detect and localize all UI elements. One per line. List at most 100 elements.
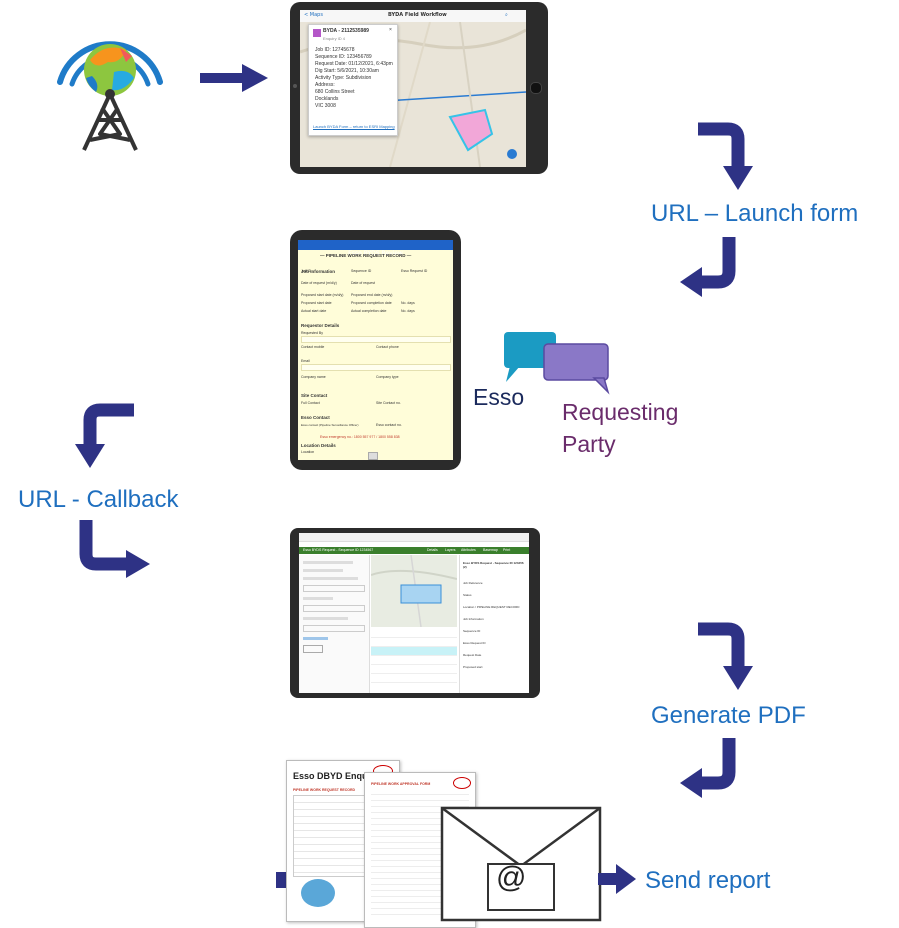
panel-input[interactable] — [303, 625, 365, 632]
table-row[interactable] — [371, 656, 457, 665]
table-row[interactable] — [371, 629, 457, 638]
panel-link[interactable] — [303, 637, 328, 640]
nav-tab[interactable]: Layers — [445, 548, 456, 552]
field-label: Date of request — [351, 281, 375, 285]
section-heading: Requestor Details — [301, 323, 340, 328]
field-label: Proposed end date (m/d/y) — [351, 293, 393, 297]
field-label: Location — [301, 450, 315, 454]
text-input[interactable] — [301, 336, 451, 343]
panel-input[interactable] — [303, 585, 365, 592]
table-row[interactable] — [371, 665, 457, 674]
form-screen: Esso BYDS Review — PIPELINE WORK REQUEST… — [298, 240, 453, 460]
panel-row — [303, 577, 358, 580]
curved-arrow-left-icon — [680, 237, 736, 297]
web-map-canvas[interactable] — [371, 555, 457, 627]
popup-line: Request Date: 01/12/2021, 6:43pm — [315, 61, 393, 67]
popup-subtitle: Enquiry ID 4 — [323, 36, 346, 41]
chat-bubbles-icon — [504, 332, 610, 395]
table-row[interactable] — [371, 674, 457, 683]
radio-tower-icon — [57, 41, 163, 151]
generate-pdf-label: Generate PDF — [651, 702, 806, 729]
form-bottom-button[interactable] — [368, 452, 378, 460]
email-at-symbol: @ — [496, 861, 527, 894]
detail-field-label: Esso Request ID — [463, 641, 486, 645]
field-label: Sequence ID — [351, 269, 372, 273]
field-label: No. days — [401, 309, 415, 313]
doc-heading: PIPELINE WORK REQUEST RECORD — [293, 788, 356, 792]
home-button[interactable] — [530, 82, 542, 94]
curved-arrow-down-icon — [698, 122, 753, 190]
detail-field-label: Request Date — [463, 653, 482, 657]
nav-tab[interactable]: Basemap — [483, 548, 498, 552]
panel-row — [303, 561, 353, 564]
field-label: Date of request (m/d/y) — [301, 281, 337, 285]
section-heading: Esso Contact — [301, 415, 330, 420]
form-fields: Job ID Sequence ID Esso Request ID Date … — [301, 268, 451, 316]
table-row[interactable] — [371, 647, 457, 656]
curved-arrow-left-icon — [680, 738, 736, 798]
email-envelope-icon — [440, 806, 602, 922]
field-label: Job ID — [301, 269, 312, 273]
browser-bar — [299, 533, 529, 542]
field-label: Esso Request ID — [401, 269, 428, 273]
form-header: Esso BYDS Review — [298, 240, 453, 257]
field-label: Company type — [376, 375, 399, 379]
field-label: Proposed start date — [301, 301, 332, 305]
panel-input[interactable] — [303, 605, 365, 612]
doc-heading: PIPELINE WORK APPROVAL FORM — [371, 782, 431, 786]
field-label: No. days — [401, 301, 415, 305]
field-label: Full Contact — [301, 401, 320, 405]
detail-field-label: Sequence ID — [463, 629, 481, 633]
detail-field-label: Location / PIPELINE REQUEST RECORD — [463, 605, 520, 609]
panel-button[interactable] — [303, 645, 323, 653]
requestor-fields: Requested By Contact mobile Contact phon… — [301, 330, 451, 386]
panel-row — [303, 597, 333, 600]
curved-arrow-down-icon — [698, 622, 753, 690]
tablet-web-app: Esso BYDS Request - Sequence ID 1234567 … — [290, 528, 540, 698]
text-input[interactable] — [301, 364, 451, 371]
tablet-form-app: Esso BYDS Review — PIPELINE WORK REQUEST… — [290, 230, 461, 470]
url-launch-form-label: URL – Launch form — [651, 200, 859, 227]
field-label: Esso contact (Pipeline Surveillance Offi… — [301, 423, 359, 427]
popup-title: BYDA - 2112535989 — [323, 28, 369, 34]
emergency-number: Esso emergency no.: 1800 557 977 / 1800 … — [320, 435, 400, 439]
back-link[interactable]: < Maps — [304, 12, 323, 18]
launch-form-link[interactable]: Launch BYDA Form – return to ESRI Mappin… — [313, 124, 395, 129]
send-report-label: Send report — [645, 867, 771, 894]
url-callback-label: URL - Callback — [18, 486, 179, 513]
curved-arrow-right-icon — [79, 520, 150, 578]
popup-badge-icon — [313, 29, 321, 37]
field-label: Email — [301, 359, 310, 363]
table-row[interactable] — [371, 638, 457, 647]
nav-tab[interactable]: Print — [503, 548, 511, 552]
arrow-right-icon — [200, 64, 268, 92]
popup-line: Docklands — [315, 96, 339, 102]
field-label: Site Contact no. — [376, 401, 401, 405]
section-heading: Location Details — [301, 443, 336, 448]
attribute-table — [371, 629, 457, 693]
popup-line: Activity Type: Subdivision — [315, 75, 372, 81]
requesting-party-label-line2: Party — [562, 431, 616, 457]
field-label: Company name — [301, 375, 326, 379]
popup-line: Address: — [315, 82, 335, 88]
form-title: — PIPELINE WORK REQUEST RECORD — — [320, 253, 412, 258]
panel-row — [303, 569, 343, 572]
popup-line: Dig Start: 5/6/2021, 10:30am — [315, 68, 379, 74]
popup-line: Job ID: 12745678 — [315, 47, 355, 53]
tablet-map-app: < Maps BYDA Field Workflow ⌕ BYDA - 2112… — [290, 2, 548, 174]
panel-row — [303, 617, 348, 620]
detail-field-label: Proposed start — [463, 665, 483, 669]
esso-label: Esso — [473, 384, 525, 410]
field-label: Actual start date — [301, 309, 327, 313]
nav-tab[interactable]: Attributes — [461, 548, 476, 552]
camera-dot — [293, 84, 297, 88]
right-panel-title: Esso BYDS Request - Sequence ID 123456 (… — [463, 561, 524, 569]
search-icon[interactable]: ⌕ — [505, 12, 508, 18]
detail-field-label: Status — [463, 593, 472, 597]
popup-close-icon[interactable]: × — [389, 27, 392, 33]
doc-map-thumbnail — [301, 879, 335, 907]
field-label: Actual completion date — [351, 309, 387, 313]
app-title: BYDA Field Workflow — [388, 12, 447, 18]
web-screen: Esso BYDS Request - Sequence ID 1234567 … — [299, 533, 529, 693]
nav-tab[interactable]: Details — [427, 548, 438, 552]
